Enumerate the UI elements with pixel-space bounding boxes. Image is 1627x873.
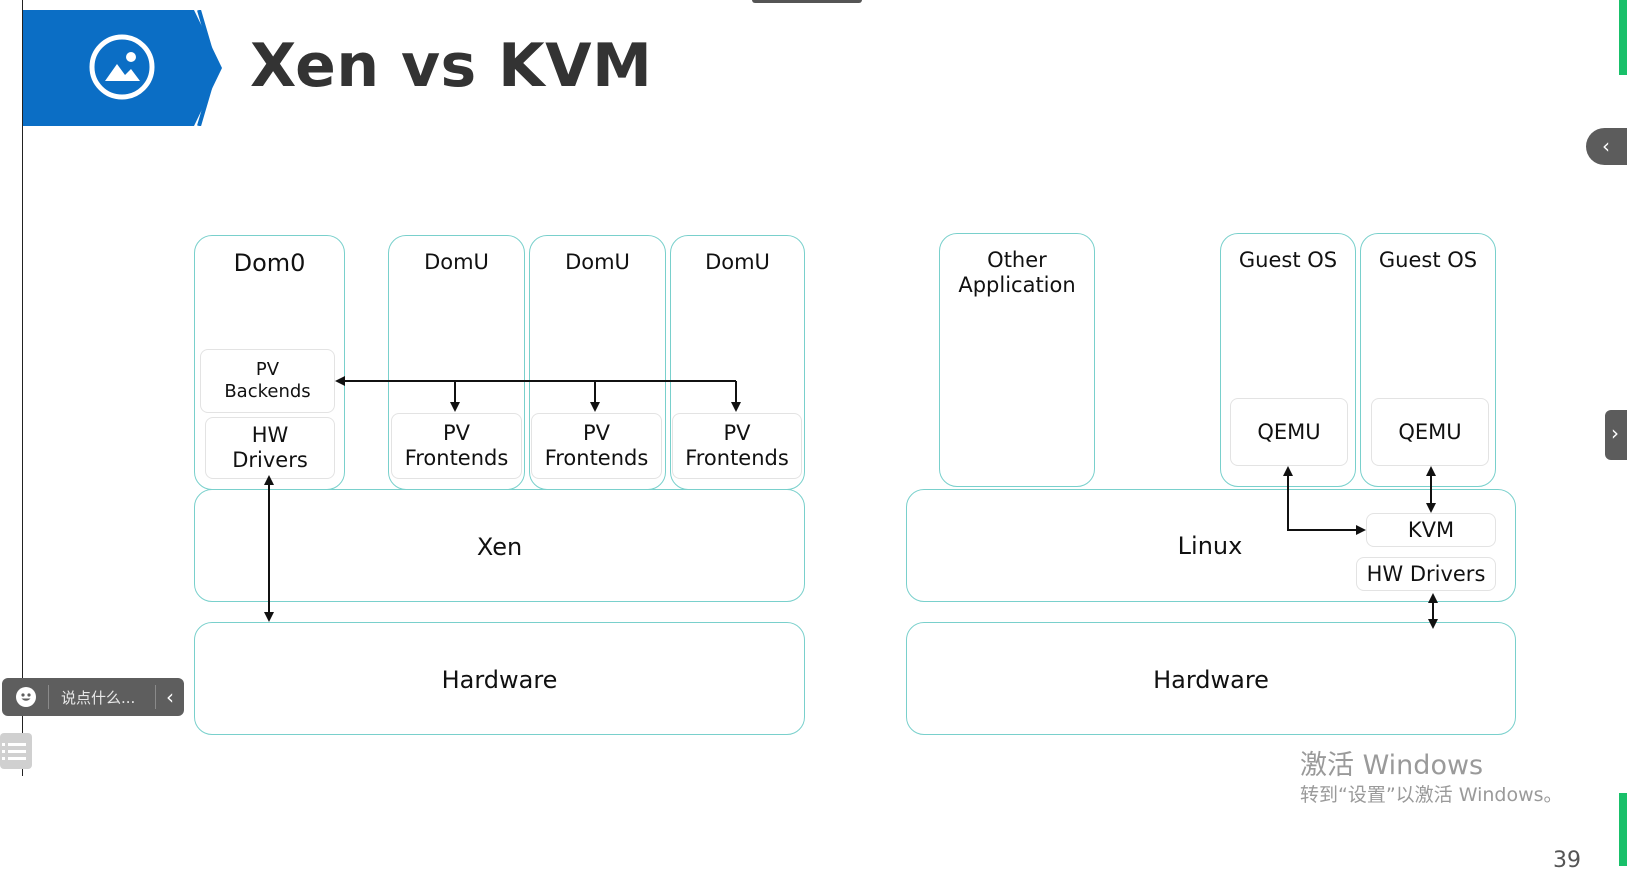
dom0-label: Dom0 <box>233 249 306 277</box>
slide-left-border <box>22 0 23 776</box>
chat-separator <box>155 685 156 709</box>
qemu-box-1: QEMU <box>1230 398 1348 466</box>
pv-frontends-box-2: PV Frontends <box>531 413 662 479</box>
kvm-hardware-box <box>906 622 1516 735</box>
picture-icon <box>89 34 155 100</box>
hw-drivers-line1: HW <box>251 423 289 447</box>
chevron-left-icon[interactable]: ‹ <box>166 685 174 709</box>
qemu-label-1: QEMU <box>1257 420 1321 444</box>
qemu-box-2: QEMU <box>1371 398 1489 466</box>
chat-separator <box>48 685 49 709</box>
guest-os-label-2: Guest OS <box>1378 248 1478 272</box>
other-application-line1: Other <box>987 248 1047 272</box>
kvm-module-label: KVM <box>1407 518 1455 542</box>
activation-watermark-title: 激活 Windows <box>1300 750 1484 781</box>
other-application-box <box>939 233 1095 487</box>
qemu-label-2: QEMU <box>1398 420 1462 444</box>
chat-bar[interactable]: 说点什么... ‹ <box>2 678 184 716</box>
chevron-right-icon: › <box>1611 421 1619 445</box>
kvm-hardware-label: Hardware <box>1153 666 1269 694</box>
pv-backends-line2: Backends <box>224 381 311 402</box>
collapse-panel-tab[interactable]: ‹ <box>1586 128 1627 165</box>
activation-watermark-subtitle: 转到“设置”以激活 Windows。 <box>1300 784 1563 806</box>
linux-label: Linux <box>1177 532 1243 560</box>
page-number: 39 <box>1553 848 1581 873</box>
pv-backends-line1: PV <box>255 359 280 380</box>
chat-input[interactable]: 说点什么... <box>61 688 136 707</box>
pv-frontends-line1: PV <box>442 421 471 445</box>
qemu1-to-kvm-arrow <box>1287 490 1366 535</box>
list-icon <box>2 743 26 760</box>
smiley-icon[interactable] <box>16 687 36 707</box>
expand-panel-tab[interactable]: › <box>1605 410 1627 460</box>
pv-frontends-line2: Frontends <box>685 446 789 470</box>
slide-title: Xen vs KVM <box>250 31 653 101</box>
xen-hypervisor-box <box>194 489 805 602</box>
guest-os-label-1: Guest OS <box>1238 248 1338 272</box>
green-edge-bottom <box>1619 793 1627 866</box>
hw-drivers-line2: Drivers <box>232 448 308 472</box>
other-application-label: Other Application <box>939 248 1095 298</box>
xen-hardware-box <box>194 622 805 735</box>
other-application-line2: Application <box>958 273 1076 297</box>
green-edge-top <box>1619 0 1627 75</box>
kvm-module-box: KVM <box>1366 513 1496 547</box>
xen-hardware-label: Hardware <box>441 666 558 694</box>
pv-frontends-line1: PV <box>723 421 751 445</box>
pv-frontends-line2: Frontends <box>544 446 649 470</box>
domu-label-1: DomU <box>424 250 489 274</box>
pv-frontends-box-3: PV Frontends <box>672 413 802 479</box>
hw-drivers-box: HW Drivers <box>205 417 335 479</box>
kvm-hw-drivers-label: HW Drivers <box>1366 562 1486 586</box>
header-chevron-icon <box>180 10 222 126</box>
header-band <box>23 10 193 126</box>
kvm-hw-drivers-box: HW Drivers <box>1356 557 1496 591</box>
pv-frontends-box-1: PV Frontends <box>391 413 522 479</box>
top-notch <box>752 0 862 3</box>
xen-hypervisor-label: Xen <box>476 533 523 561</box>
pv-backends-box: PV Backends <box>200 349 335 413</box>
list-toggle-button[interactable] <box>0 733 32 769</box>
domu-label-3: DomU <box>705 250 770 274</box>
pv-frontends-line2: Frontends <box>404 446 509 470</box>
chevron-left-icon: ‹ <box>1602 134 1610 158</box>
domu-label-2: DomU <box>565 250 630 274</box>
pv-frontends-line1: PV <box>582 421 611 445</box>
